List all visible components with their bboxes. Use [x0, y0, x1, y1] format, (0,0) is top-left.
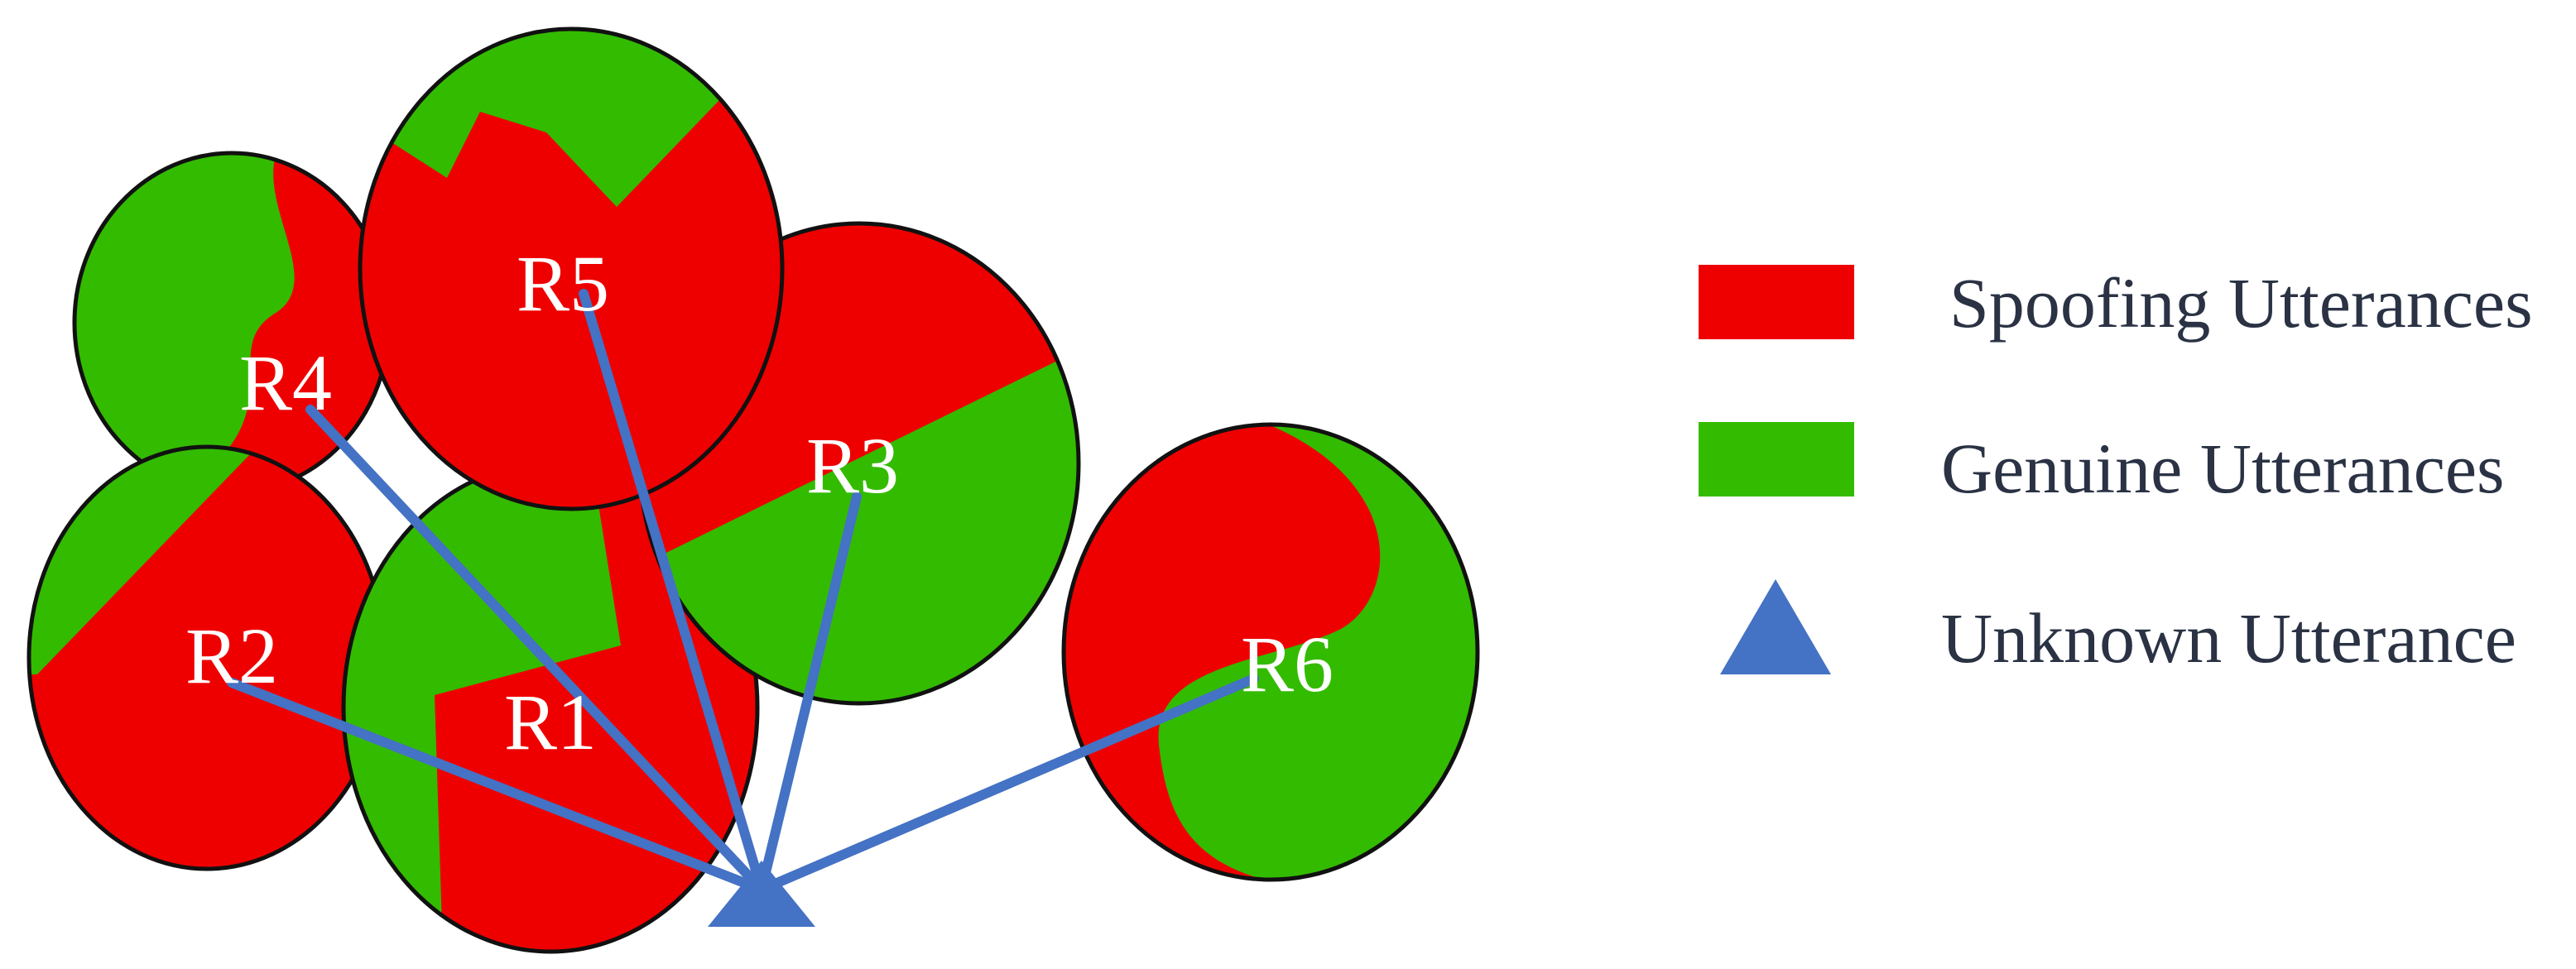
region-label-r1: R1 — [504, 678, 597, 766]
region-r6-outline — [1061, 422, 1480, 882]
region-r5-outline — [358, 26, 785, 511]
connector-r5 — [579, 289, 767, 895]
legend-triangle-icon — [1720, 579, 1831, 674]
legend-item-unknown: Unknown Utterance — [1720, 579, 2516, 678]
region-label-r5: R5 — [517, 239, 609, 328]
legend-label-spoofing: Spoofing Utterances — [1949, 263, 2533, 343]
region-r6-blob — [1061, 422, 1480, 882]
region-r1-genuine-area — [344, 463, 621, 952]
region-label-r3: R3 — [806, 421, 899, 510]
legend: Spoofing Utterances Genuine Utterances U… — [1699, 263, 2533, 678]
legend-item-genuine: Genuine Utterances — [1699, 422, 2505, 508]
region-r6-genuine-area — [1158, 425, 1478, 880]
connector-r3 — [757, 492, 862, 895]
legend-item-spoofing: Spoofing Utterances — [1699, 263, 2533, 343]
legend-swatch-red — [1699, 265, 1854, 339]
region-label-r6: R6 — [1241, 620, 1334, 708]
legend-label-genuine: Genuine Utterances — [1941, 429, 2505, 508]
unknown-utterance-marker — [708, 861, 815, 927]
connector-r4 — [305, 405, 767, 895]
region-r5-spoofing-area — [360, 29, 782, 509]
legend-label-unknown: Unknown Utterance — [1941, 598, 2516, 678]
region-r5-blob — [358, 26, 785, 511]
region-r4-genuine-area — [74, 153, 295, 492]
connector-r6 — [757, 674, 1259, 895]
legend-swatch-green — [1699, 422, 1854, 496]
connector-lines — [227, 289, 1259, 895]
region-label-r4: R4 — [239, 338, 332, 427]
region-label-r2: R2 — [185, 612, 278, 700]
connector-r2 — [227, 678, 767, 895]
